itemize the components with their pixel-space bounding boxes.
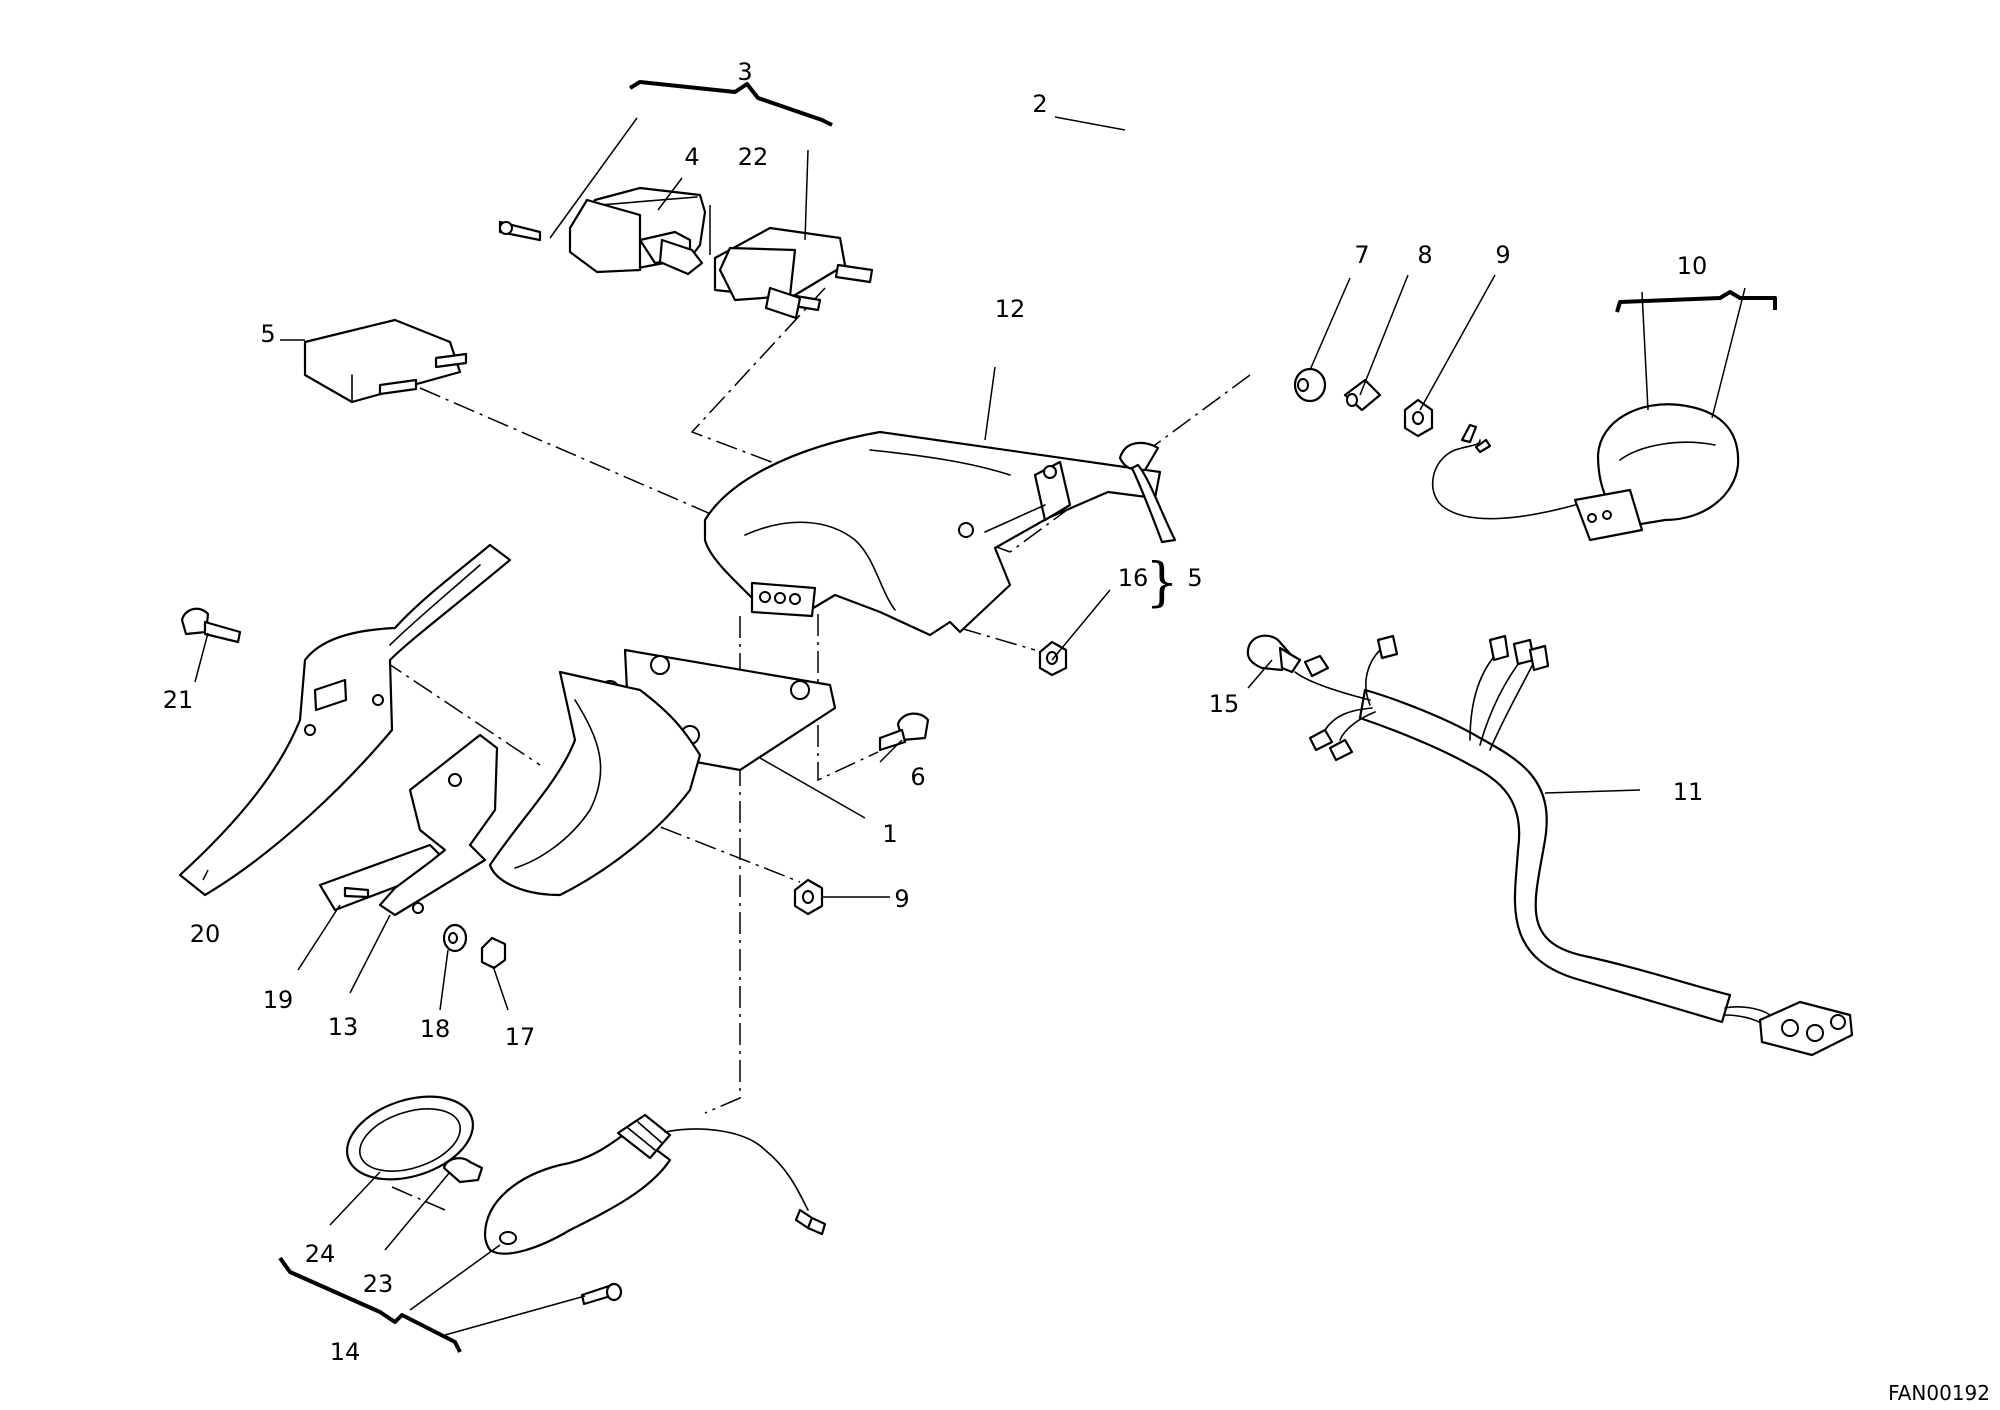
part-8-spacer — [1343, 378, 1382, 412]
brace-3 — [628, 80, 833, 127]
callout-17: 17 — [505, 1023, 536, 1051]
brace-10 — [1615, 290, 1777, 313]
callout-11: 11 — [1673, 778, 1704, 806]
part-13-bracket — [378, 733, 499, 917]
callout-21: 21 — [163, 686, 194, 714]
part-5-plate-light — [303, 318, 468, 404]
part-15-bulb — [1246, 634, 1302, 674]
callout-7: 7 — [1354, 241, 1369, 269]
part-17-nut — [480, 936, 507, 970]
part-20-plate-frame — [178, 543, 512, 897]
callout-12: 12 — [995, 295, 1026, 323]
callout-2: 2 — [1032, 90, 1047, 118]
drawing-code: FAN00192 — [1888, 1381, 1990, 1405]
part-11-wiring-harness — [1294, 634, 1854, 1057]
callout-5-brace: 5 — [1187, 564, 1202, 592]
callout-15: 15 — [1209, 690, 1240, 718]
brace-14 — [278, 1256, 462, 1353]
part-12-tail-cover — [703, 430, 1162, 637]
part-6-bolt — [878, 712, 930, 752]
callout-13: 13 — [328, 1013, 359, 1041]
callout-labels: 1 2 3 4 5 5 6 7 8 9 9 10 11 12 13 14 15 … — [163, 58, 1990, 1405]
callout-20: 20 — [190, 920, 221, 948]
callout-5-upper: 5 — [260, 320, 275, 348]
part-9-nut-lower — [793, 878, 824, 916]
callout-1: 1 — [882, 820, 897, 848]
brace-5: } — [1145, 553, 1178, 613]
part-9-nut-upper — [1403, 398, 1434, 438]
callout-9-upper: 9 — [1495, 241, 1510, 269]
part-22-bulb — [658, 238, 704, 276]
callout-18: 18 — [420, 1015, 451, 1043]
callout-14: 14 — [330, 1338, 361, 1366]
callout-16: 16 — [1118, 564, 1149, 592]
part-1-plate-bracket — [488, 648, 837, 897]
part-14-left-indicator — [483, 1113, 827, 1255]
part-18-washer — [442, 923, 468, 953]
part-10-right-indicator — [1431, 403, 1740, 542]
leader-lines — [194, 116, 1746, 1336]
part-7-grommet — [1293, 367, 1327, 403]
callout-8: 8 — [1417, 241, 1432, 269]
part-24-lens — [345, 1095, 475, 1181]
callout-23: 23 — [363, 1270, 394, 1298]
callout-24: 24 — [305, 1240, 336, 1268]
part-14-screw — [580, 1282, 623, 1306]
callout-9-lower: 9 — [894, 885, 909, 913]
callout-4: 4 — [684, 143, 699, 171]
part-23-bulb — [442, 1157, 484, 1184]
callout-6: 6 — [910, 763, 925, 791]
callout-10: 10 — [1677, 252, 1708, 280]
callout-19: 19 — [263, 986, 294, 1014]
part-2-bolt — [1118, 441, 1177, 544]
callout-22: 22 — [738, 143, 769, 171]
callout-3: 3 — [737, 58, 752, 86]
part-21-bolt — [180, 607, 242, 644]
